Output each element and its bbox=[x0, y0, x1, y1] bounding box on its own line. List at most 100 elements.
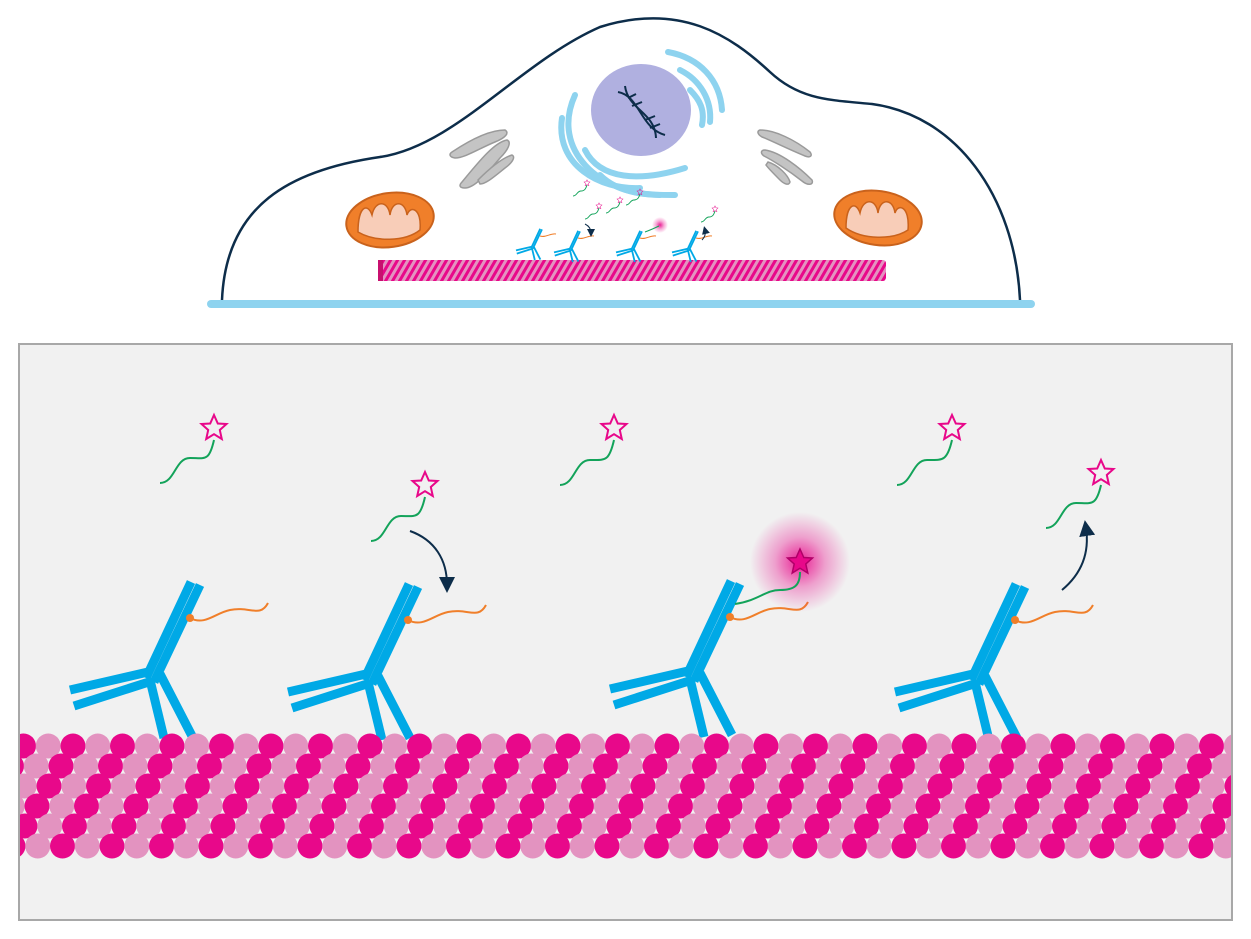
tubulin-beta bbox=[86, 813, 112, 839]
tubulin-alpha bbox=[878, 773, 903, 799]
tubulin-alpha bbox=[519, 793, 545, 819]
tubulin-beta bbox=[172, 753, 198, 779]
tubulin-beta bbox=[853, 773, 879, 799]
conjugation-dot bbox=[404, 616, 412, 624]
tubulin-alpha bbox=[98, 753, 123, 779]
oligo-probe bbox=[700, 210, 716, 223]
tubulin-alpha bbox=[1026, 773, 1052, 799]
tubulin-beta bbox=[1162, 753, 1188, 779]
tubulin-beta bbox=[134, 733, 160, 759]
tubulin-alpha bbox=[803, 733, 828, 759]
tubulin-alpha bbox=[767, 793, 792, 819]
tubulin-beta bbox=[1027, 813, 1053, 839]
tubulin-alpha bbox=[308, 733, 333, 759]
tubulin-alpha bbox=[545, 833, 570, 859]
tubulin-alpha bbox=[656, 813, 681, 839]
tubulin-beta bbox=[1150, 773, 1176, 799]
tubulin-alpha bbox=[816, 793, 842, 819]
tubulin-beta bbox=[49, 793, 75, 819]
mitochondrion bbox=[345, 191, 435, 249]
tubulin-beta bbox=[110, 773, 136, 799]
tubulin-beta bbox=[704, 773, 730, 799]
tubulin-beta bbox=[98, 793, 124, 819]
tubulin-beta bbox=[1064, 833, 1090, 859]
tubulin-alpha bbox=[1014, 793, 1040, 819]
tubulin-alpha bbox=[1089, 833, 1115, 859]
tubulin-beta bbox=[754, 773, 780, 799]
tubulin-beta bbox=[1213, 833, 1231, 859]
tubulin-beta bbox=[494, 793, 520, 819]
tubulin-alpha bbox=[1238, 834, 1251, 859]
tubulin-alpha bbox=[321, 793, 347, 819]
tubulin-alpha bbox=[840, 753, 866, 779]
oligo-strand bbox=[577, 235, 595, 239]
tubulin-alpha bbox=[506, 733, 531, 759]
tubulin-beta bbox=[1112, 753, 1138, 779]
tubulin-beta bbox=[730, 813, 756, 839]
oligo-probe bbox=[625, 193, 641, 206]
tubulin-beta bbox=[520, 833, 546, 859]
tubulin-alpha bbox=[272, 793, 297, 819]
tubulin-alpha bbox=[36, 773, 62, 799]
tubulin-beta bbox=[197, 793, 223, 819]
tubulin-alpha bbox=[407, 733, 432, 759]
tubulin-beta bbox=[728, 733, 754, 759]
tubulin-alpha bbox=[779, 773, 804, 799]
tubulin-alpha bbox=[198, 833, 224, 859]
tubulin-beta bbox=[643, 793, 669, 819]
nucleus-dna-icon bbox=[617, 85, 666, 139]
tubulin-beta bbox=[976, 733, 1002, 759]
tubulin-alpha bbox=[630, 773, 656, 799]
tubulin-alpha bbox=[74, 793, 99, 819]
tubulin-alpha bbox=[755, 813, 780, 839]
fluorophore-star-icon bbox=[595, 202, 603, 209]
tubulin-alpha bbox=[1137, 753, 1163, 779]
tubulin-beta bbox=[20, 796, 25, 816]
arrow-icon bbox=[1061, 520, 1096, 591]
tubulin-beta bbox=[283, 733, 309, 759]
tubulin-beta bbox=[160, 773, 186, 799]
tubulin-alpha bbox=[1088, 753, 1113, 779]
tubulin-beta bbox=[235, 813, 261, 839]
tubulin-beta bbox=[1001, 773, 1027, 799]
tubulin-beta bbox=[568, 753, 594, 779]
tubulin-alpha bbox=[371, 793, 396, 819]
tubulin-alpha bbox=[1139, 833, 1164, 859]
tubulin-alpha bbox=[729, 773, 755, 799]
tubulin-beta bbox=[619, 833, 645, 859]
tubulin-beta bbox=[61, 773, 87, 799]
tubulin-alpha bbox=[1064, 793, 1089, 819]
tubulin-alpha bbox=[939, 753, 965, 779]
tubulin-alpha bbox=[161, 813, 186, 839]
tubulin-alpha bbox=[704, 733, 729, 759]
tubulin-alpha bbox=[804, 813, 830, 839]
tubulin-beta bbox=[1051, 773, 1077, 799]
tubulin-alpha bbox=[458, 813, 483, 839]
tubulin-alpha bbox=[20, 756, 24, 776]
tubulin-beta bbox=[1063, 753, 1089, 779]
tubulin-beta bbox=[0, 734, 11, 759]
tubulin-beta bbox=[544, 793, 570, 819]
tubulin-beta bbox=[470, 833, 496, 859]
cell-overview bbox=[207, 17, 1035, 308]
tubulin-alpha bbox=[48, 753, 74, 779]
tubulin-beta bbox=[815, 753, 841, 779]
tubulin-beta bbox=[952, 773, 978, 799]
tubulin-beta bbox=[407, 773, 433, 799]
tubulin-alpha bbox=[555, 733, 581, 759]
tubulin-alpha bbox=[149, 833, 174, 859]
tubulin-beta bbox=[322, 833, 348, 859]
tubulin-beta bbox=[617, 753, 643, 779]
tubulin-beta bbox=[334, 813, 360, 839]
tubulin-alpha bbox=[173, 793, 198, 819]
tubulin-alpha bbox=[432, 773, 458, 799]
tubulin-alpha bbox=[408, 813, 434, 839]
tubulin-alpha bbox=[1001, 733, 1026, 759]
tubulin-beta bbox=[556, 773, 582, 799]
tubulin-alpha bbox=[543, 753, 569, 779]
conjugation-dot bbox=[726, 613, 734, 621]
tubulin-beta bbox=[346, 793, 372, 819]
tubulin-beta bbox=[272, 833, 298, 859]
tubulin-alpha bbox=[60, 733, 86, 759]
tubulin-beta bbox=[518, 753, 544, 779]
